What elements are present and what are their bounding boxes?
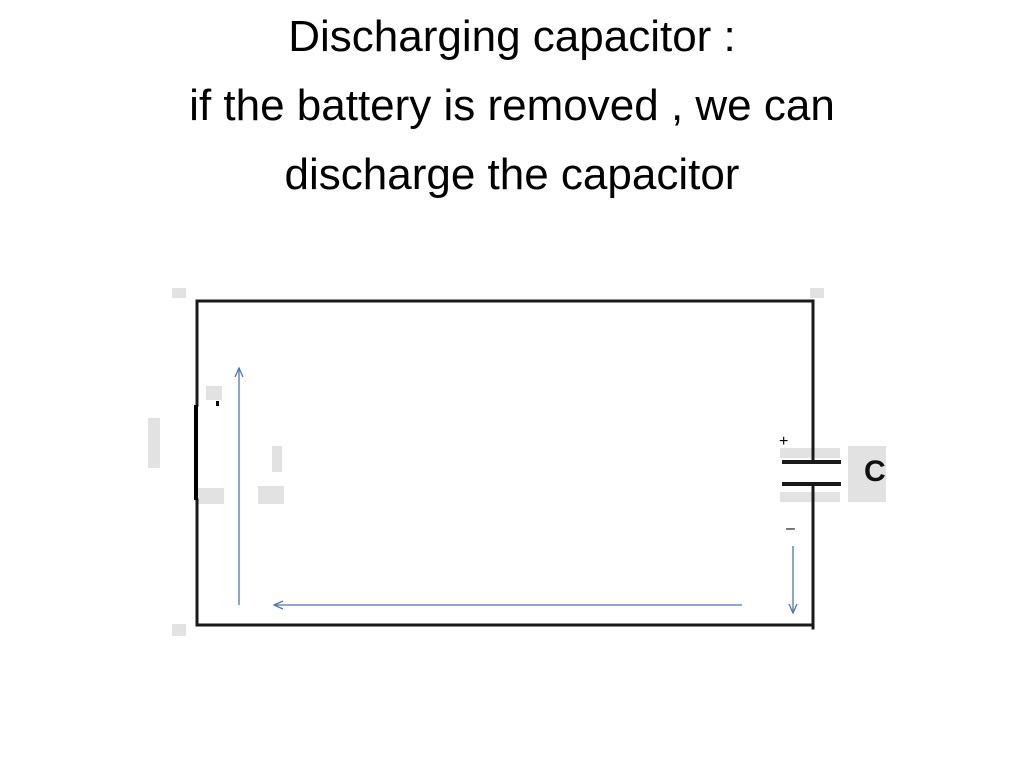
battery-gap-dot <box>216 401 219 406</box>
current-arrows <box>239 368 793 613</box>
circuit-wires <box>195 299 815 630</box>
title-line-3: discharge the capacitor <box>284 150 740 199</box>
plus-terminal-label: + <box>779 433 788 450</box>
title-line-2: if the battery is removed , we can <box>189 81 835 130</box>
erased-label-artifacts <box>148 288 886 636</box>
slide-title: Discharging capacitor : if the battery i… <box>60 2 964 209</box>
minus-terminal-label: – <box>786 520 795 537</box>
title-line-1: Discharging capacitor : <box>288 12 736 61</box>
capacitor-label: C <box>864 455 886 488</box>
capacitor <box>782 438 841 508</box>
